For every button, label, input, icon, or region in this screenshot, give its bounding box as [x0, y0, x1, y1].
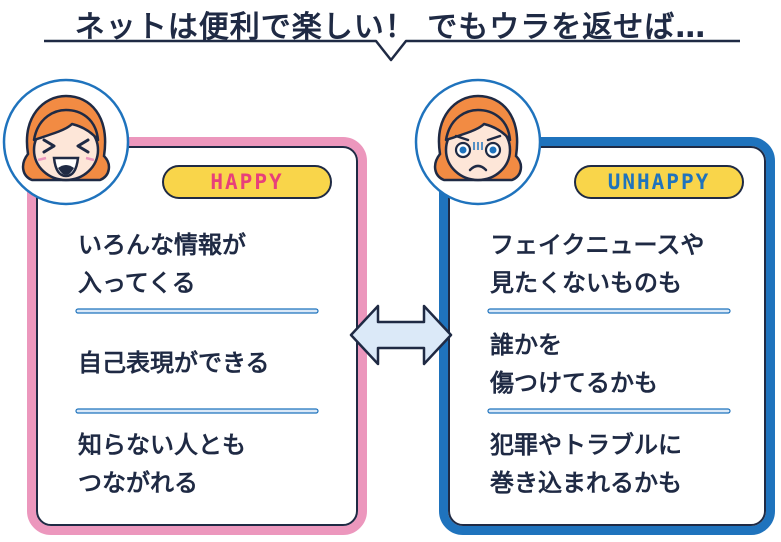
unhappy-separator-1	[487, 308, 731, 314]
happy-item-1-line-2: 入ってくる	[78, 269, 196, 297]
happy-item-3-line-2: つながれる	[78, 469, 198, 497]
worried-girl-icon	[414, 78, 542, 206]
happy-item-1-line-1: いろんな情報が	[78, 231, 246, 259]
happy-item-3: 知らない人とも つながれる	[78, 426, 246, 502]
title-bubble-line	[44, 39, 740, 62]
happy-item-2-line-1: 自己表現ができる	[78, 349, 270, 377]
laughing-girl-icon	[2, 78, 130, 206]
unhappy-item-1: フェイクニュースや 見たくないものも	[490, 226, 704, 302]
unhappy-item-3-line-2: 巻き込まれるかも	[490, 469, 682, 497]
happy-badge: HAPPY	[162, 165, 332, 199]
unhappy-item-1-line-2: 見たくないものも	[490, 269, 682, 297]
happy-item-3-line-1: 知らない人とも	[78, 431, 246, 459]
unhappy-separator-2	[487, 408, 731, 414]
happy-separator-1	[75, 308, 319, 314]
unhappy-item-3: 犯罪やトラブルに 巻き込まれるかも	[490, 426, 682, 502]
happy-separator-2	[75, 408, 319, 414]
unhappy-badge: UNHAPPY	[574, 165, 744, 199]
page-title: ネットは便利で楽しい！ でもウラを返せば…	[74, 10, 707, 45]
happy-item-1: いろんな情報が 入ってくる	[78, 226, 246, 302]
unhappy-item-2: 誰かを 傷つけてるかも	[490, 326, 658, 402]
unhappy-item-2-line-2: 傷つけてるかも	[490, 369, 658, 397]
unhappy-item-1-line-1: フェイクニュースや	[490, 231, 705, 259]
happy-panel	[27, 137, 367, 535]
happy-item-2: 自己表現ができる	[78, 344, 270, 382]
unhappy-item-3-line-1: 犯罪やトラブルに	[490, 431, 682, 459]
double-arrow-icon	[349, 304, 453, 366]
unhappy-item-2-line-1: 誰かを	[490, 331, 562, 359]
